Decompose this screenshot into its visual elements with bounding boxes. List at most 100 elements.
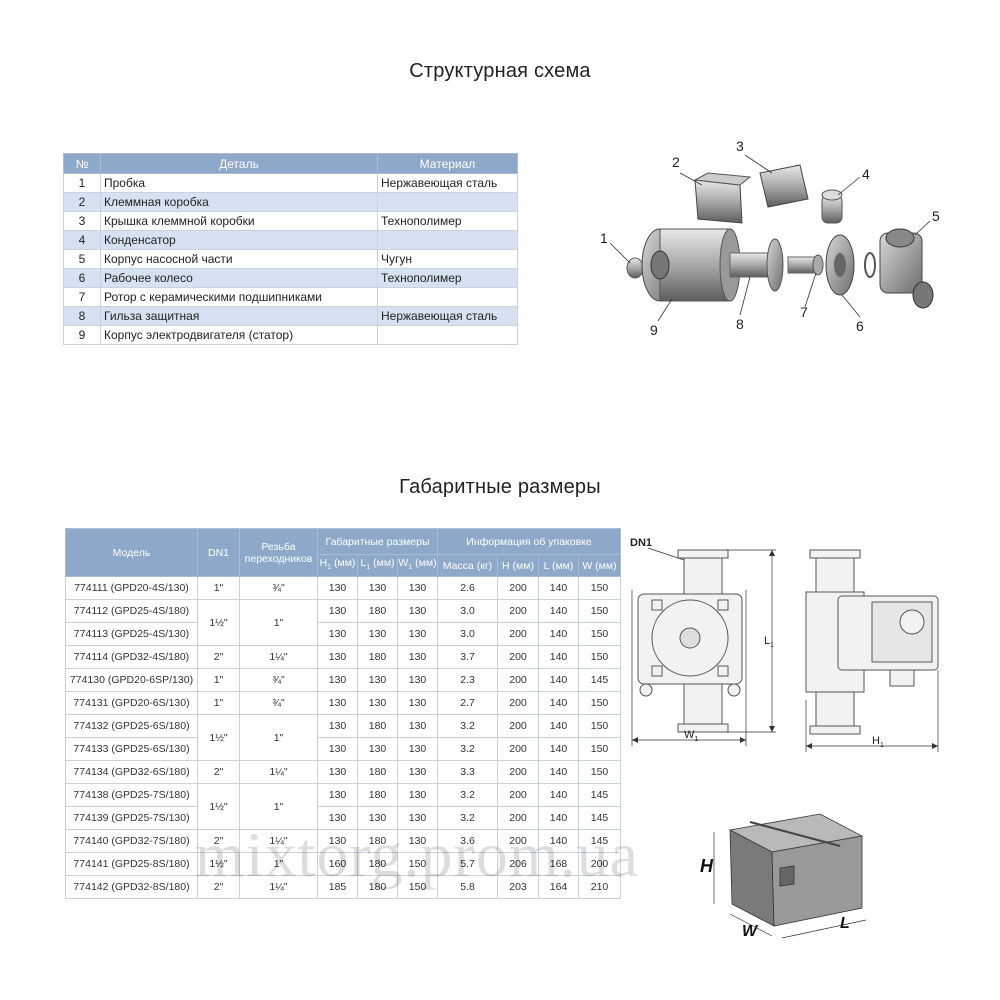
part-name-cell: Клеммная коробка [100, 192, 378, 212]
part-rotor [787, 254, 824, 276]
parts-table-header: № Деталь Материал [63, 153, 518, 174]
h-cell: 200 [497, 622, 539, 646]
part-name-cell: Корпус насосной части [100, 249, 378, 269]
part-capacitor [821, 189, 843, 224]
dn1-cell: 1½" [197, 852, 240, 876]
l1-cell: 180 [357, 783, 398, 807]
part-num-cell: 6 [63, 268, 101, 288]
w1-cell: 130 [397, 829, 438, 853]
w-cell: 150 [578, 576, 621, 600]
l1-cell: 180 [357, 645, 398, 669]
callout-6: 6 [856, 318, 864, 334]
part-sleeve [729, 238, 784, 292]
model-cell: 774140 (GPD32-7S/180) [65, 829, 198, 853]
dn1-cell: 1½" [197, 599, 240, 646]
part-terminal-box [693, 172, 752, 224]
header-model: Модель [65, 528, 198, 577]
w-cell: 145 [578, 783, 621, 807]
header-dn1: DN1 [197, 528, 240, 577]
h-cell: 200 [497, 760, 539, 784]
mass-cell: 2.7 [437, 691, 498, 715]
exploded-pump-illustration: 1 2 3 4 5 6 7 8 9 [600, 138, 940, 338]
h-cell: 200 [497, 599, 539, 623]
h-cell: 206 [497, 852, 539, 876]
mass-cell: 3.2 [437, 737, 498, 761]
w-cell: 150 [578, 599, 621, 623]
h-cell: 200 [497, 714, 539, 738]
w-cell: 145 [578, 829, 621, 853]
model-cell: 774112 (GPD25-4S/180) [65, 599, 198, 623]
dims-header-row-1: Модель DN1 Резьба переходников Габаритны… [65, 528, 621, 577]
thread-cell: 1" [239, 599, 318, 646]
part-material-cell: Технополимер [377, 268, 518, 288]
l-cell: 164 [538, 875, 579, 899]
l1-cell: 180 [357, 875, 398, 899]
mass-cell: 3.2 [437, 806, 498, 830]
model-cell: 774130 (GPD20-6SP/130) [65, 668, 198, 692]
callout-7: 7 [800, 304, 808, 320]
w1-cell: 130 [397, 599, 438, 623]
dn1-cell: 1" [197, 691, 240, 715]
l1-cell: 180 [357, 714, 398, 738]
mass-cell: 3.0 [437, 622, 498, 646]
h-cell: 203 [497, 875, 539, 899]
w-cell: 150 [578, 714, 621, 738]
part-num-cell: 3 [63, 211, 101, 231]
label-box-h: H [700, 856, 714, 876]
h-cell: 200 [497, 645, 539, 669]
callout-1: 1 [600, 230, 608, 246]
part-num-cell: 2 [63, 192, 101, 212]
dn1-cell: 2" [197, 829, 240, 853]
part-material-cell: Чугун [377, 249, 518, 269]
model-cell: 774132 (GPD25-6S/180) [65, 714, 198, 738]
part-name-cell: Ротор с керамическими подшипниками [100, 287, 378, 307]
w1-cell: 130 [397, 806, 438, 830]
w1-cell: 130 [397, 622, 438, 646]
pump-side-view-drawing: H1 [805, 549, 939, 752]
w1-cell: 130 [397, 714, 438, 738]
callout-5: 5 [932, 208, 940, 224]
part-name-cell: Пробка [100, 173, 378, 193]
header-h1: H1 (мм) [317, 554, 358, 577]
header-material: Материал [377, 153, 518, 174]
part-num-cell: 7 [63, 287, 101, 307]
model-cell: 774142 (GPD32-8S/180) [65, 875, 198, 899]
l-cell: 168 [538, 852, 579, 876]
model-cell: 774138 (GPD25-7S/180) [65, 783, 198, 807]
mass-cell: 3.7 [437, 645, 498, 669]
model-cell: 774133 (GPD25-6S/130) [65, 737, 198, 761]
l1-cell: 180 [357, 760, 398, 784]
dn1-cell: 1½" [197, 783, 240, 830]
w-cell: 150 [578, 691, 621, 715]
model-cell: 774141 (GPD25-8S/180) [65, 852, 198, 876]
part-plug [626, 257, 644, 279]
structure-title: Структурная схема [409, 60, 591, 82]
label-l1: L1 [764, 635, 774, 649]
dn1-cell: 1" [197, 576, 240, 600]
w-cell: 150 [578, 622, 621, 646]
w1-cell: 150 [397, 875, 438, 899]
l1-cell: 180 [357, 599, 398, 623]
dn1-cell: 1½" [197, 714, 240, 761]
dimensions-table: Модель DN1 Резьба переходников Габаритны… [65, 528, 621, 899]
part-material-cell [377, 287, 518, 307]
part-name-cell: Конденсатор [100, 230, 378, 250]
part-stator [641, 228, 741, 302]
h-cell: 200 [497, 668, 539, 692]
callout-8: 8 [736, 316, 744, 332]
header-part: Деталь [100, 153, 378, 174]
l-cell: 140 [538, 783, 579, 807]
w-cell: 150 [578, 737, 621, 761]
h-cell: 200 [497, 783, 539, 807]
